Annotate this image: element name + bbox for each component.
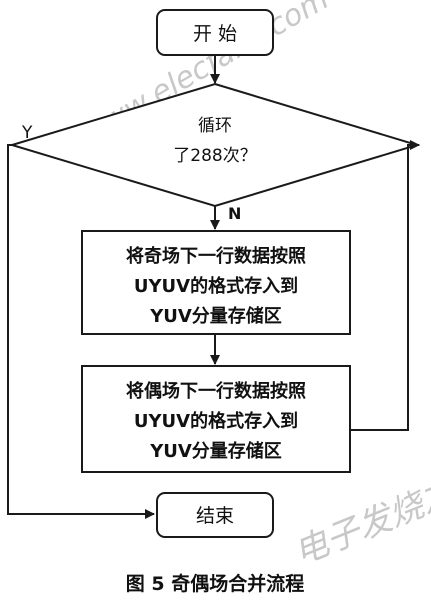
figure-caption: 图 5 奇偶场合并流程 <box>126 572 304 595</box>
even-label-line2: UYUV的格式存入到 <box>134 410 298 432</box>
loop-line <box>350 144 419 431</box>
decision-label-line2: 了288次？ <box>173 146 256 166</box>
even-label-line1: 将偶场下一行数据按照 <box>126 380 306 402</box>
start-label: 开 始 <box>193 23 237 45</box>
odd-field-process <box>81 230 351 335</box>
arrow-yes-to-end <box>7 144 155 519</box>
odd-label-line3: YUV分量存储区 <box>149 305 282 327</box>
decision-label-line1: 循环 <box>198 116 232 136</box>
even-field-process <box>81 365 351 473</box>
odd-label-line2: UYUV的格式存入到 <box>134 275 298 297</box>
even-label-line3: YUV分量存储区 <box>149 440 282 462</box>
decision-node <box>8 82 421 208</box>
watermark-brand: 电子发烧友 <box>288 471 431 573</box>
odd-label-line1: 将奇场下一行数据按照 <box>126 245 306 267</box>
end-label: 结束 <box>196 505 234 527</box>
end-node <box>156 492 274 538</box>
yes-label: Y <box>21 123 33 143</box>
no-label: N <box>228 204 241 223</box>
